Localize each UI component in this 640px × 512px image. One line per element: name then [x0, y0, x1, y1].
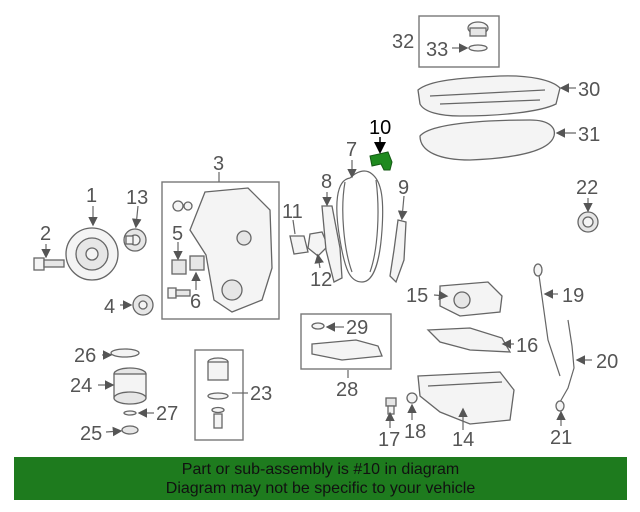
oil-pump[interactable]	[439, 281, 503, 317]
callout-1: 1	[86, 185, 97, 207]
pulley-bolt[interactable]	[33, 257, 65, 271]
banner-line-2: Diagram may not be specific to your vehi…	[165, 480, 476, 497]
banner-line-1: Part or sub-assembly is #10 in diagram	[181, 461, 460, 478]
dipstick-handle	[533, 263, 543, 277]
timing-chain[interactable]	[336, 170, 384, 283]
callout-28: 28	[336, 379, 358, 401]
callout-22: 22	[576, 177, 598, 199]
chain-vibration-damper[interactable]	[369, 151, 393, 171]
front-seal[interactable]	[132, 294, 154, 316]
timing-cover[interactable]	[189, 187, 273, 313]
callout-30: 30	[578, 79, 600, 101]
callout-18: 18	[404, 421, 426, 443]
parts-diagram: 1 2 3 4 5 6 7 8 9 10 11 12 13 14 15 16 1…	[33, 15, 618, 451]
timing-cover-boss	[221, 279, 243, 301]
oil-filter-group-box	[194, 349, 244, 441]
oil-cap-group-box	[418, 15, 500, 68]
oil-strainer[interactable]	[311, 339, 383, 361]
callout-4: 4	[104, 296, 115, 318]
tensioner-bracket[interactable]	[289, 235, 309, 255]
callout-12: 12	[310, 269, 332, 291]
oil-dipstick[interactable]	[537, 267, 561, 377]
filter-drain-plug[interactable]	[213, 413, 223, 429]
callout-9: 9	[398, 177, 409, 199]
cover-gasket-6[interactable]	[189, 255, 205, 271]
callout-17: 17	[378, 429, 400, 451]
oil-filter-housing[interactable]	[113, 367, 147, 405]
callout-13: 13	[126, 187, 148, 209]
callout-26: 26	[74, 345, 96, 367]
callout-10: 10	[369, 117, 391, 139]
housing-o-ring[interactable]	[110, 348, 140, 358]
oil-baffle[interactable]	[426, 327, 512, 353]
oil-pump-rotor	[453, 291, 471, 309]
callout-24: 24	[70, 375, 92, 397]
dipstick-tube[interactable]	[559, 319, 575, 403]
crankshaft-pulley[interactable]	[65, 227, 119, 281]
valve-cover[interactable]	[417, 75, 561, 117]
cover-gasket-5[interactable]	[171, 259, 187, 275]
cam-plug[interactable]	[577, 211, 599, 233]
oil-filler-cap[interactable]	[467, 21, 489, 37]
strainer-group-box	[300, 313, 392, 370]
callout-3: 3	[213, 153, 224, 175]
callout-11: 11	[282, 201, 303, 223]
drain-plug-gasket[interactable]	[406, 392, 418, 404]
filter-o-ring-small[interactable]	[211, 406, 225, 414]
chain-guide[interactable]	[321, 205, 343, 283]
filter-o-ring[interactable]	[207, 392, 229, 400]
leader-lines	[41, 43, 593, 437]
strainer-gasket[interactable]	[311, 322, 325, 330]
callout-8: 8	[321, 171, 332, 193]
chain-slipper[interactable]	[389, 219, 407, 284]
callout-14: 14	[452, 429, 474, 451]
housing-drain-plug[interactable]	[121, 425, 139, 435]
drain-plug[interactable]	[385, 397, 397, 415]
callout-7: 7	[346, 139, 357, 161]
callout-29: 29	[346, 317, 368, 339]
valve-cover-gasket[interactable]	[419, 119, 556, 161]
timing-cover-group-box	[161, 181, 280, 320]
cover-dowel[interactable]	[183, 201, 193, 211]
info-banner: Part or sub-assembly is #10 in diagram D…	[14, 457, 627, 500]
oil-pan[interactable]	[417, 371, 515, 425]
cap-gasket[interactable]	[468, 44, 488, 52]
callout-23: 23	[250, 383, 272, 405]
cover-dowel[interactable]	[172, 200, 184, 212]
cover-bolt[interactable]	[167, 287, 191, 299]
timing-cover-boss	[236, 230, 252, 246]
tube-o-ring[interactable]	[555, 400, 565, 412]
housing-small-o-ring[interactable]	[123, 410, 137, 416]
callout-20: 20	[596, 351, 618, 373]
callout-21: 21	[550, 427, 572, 449]
callout-33: 33	[426, 39, 448, 61]
callout-25: 25	[80, 423, 102, 445]
callout-2: 2	[40, 223, 51, 245]
chain-tensioner[interactable]	[307, 231, 329, 257]
callout-15: 15	[406, 285, 428, 307]
callout-16: 16	[516, 335, 538, 357]
callout-27: 27	[156, 403, 178, 425]
callout-31: 31	[578, 124, 600, 146]
crank-gear[interactable]	[123, 228, 147, 252]
callout-19: 19	[562, 285, 584, 307]
oil-filter-element[interactable]	[207, 357, 229, 381]
callout-32: 32	[392, 31, 414, 53]
callout-5: 5	[172, 223, 183, 245]
callout-6: 6	[190, 291, 201, 313]
